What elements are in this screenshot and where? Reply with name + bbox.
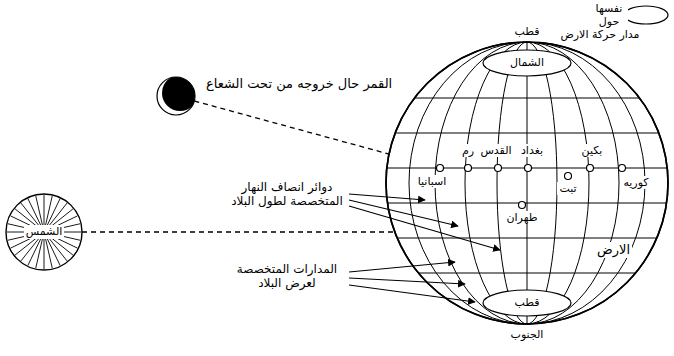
place-name: تبت — [557, 182, 578, 195]
pole-label: قطب — [512, 25, 541, 38]
callout-note: دوائر انصاف النهار المتخصصة لطول البلاد — [226, 180, 348, 209]
callout-note: المدارات المتخصصة لعرض البلاد — [226, 262, 348, 291]
moon-figure: القمر حال خروجه من تحت الشعاع — [156, 74, 398, 118]
place-name: طهران — [504, 211, 539, 224]
moon-crescent — [156, 74, 200, 118]
sight-line — [82, 231, 395, 232]
node-label: الارض — [595, 242, 632, 258]
pole-label: مدار حركة الارض — [559, 28, 642, 41]
pole-label: نفسها حول — [590, 2, 628, 28]
node-label: القمر حال خروجه من تحت الشعاع — [204, 76, 394, 92]
place-name: كوريه — [621, 176, 650, 189]
place-name: رم — [460, 144, 476, 157]
place-name: القدس — [478, 144, 513, 157]
place-name: بغداد — [519, 144, 545, 157]
node-label: الشمس — [24, 225, 65, 238]
sun-circle: الشمس — [4, 192, 84, 272]
pole-label: الجنوب — [509, 328, 546, 341]
place-name: بكين — [580, 144, 605, 157]
pole-label: الشمال — [508, 56, 546, 69]
pole-label: قطب — [512, 296, 541, 309]
sight-line — [194, 101, 389, 154]
place-name: اسبانيا — [416, 175, 449, 188]
